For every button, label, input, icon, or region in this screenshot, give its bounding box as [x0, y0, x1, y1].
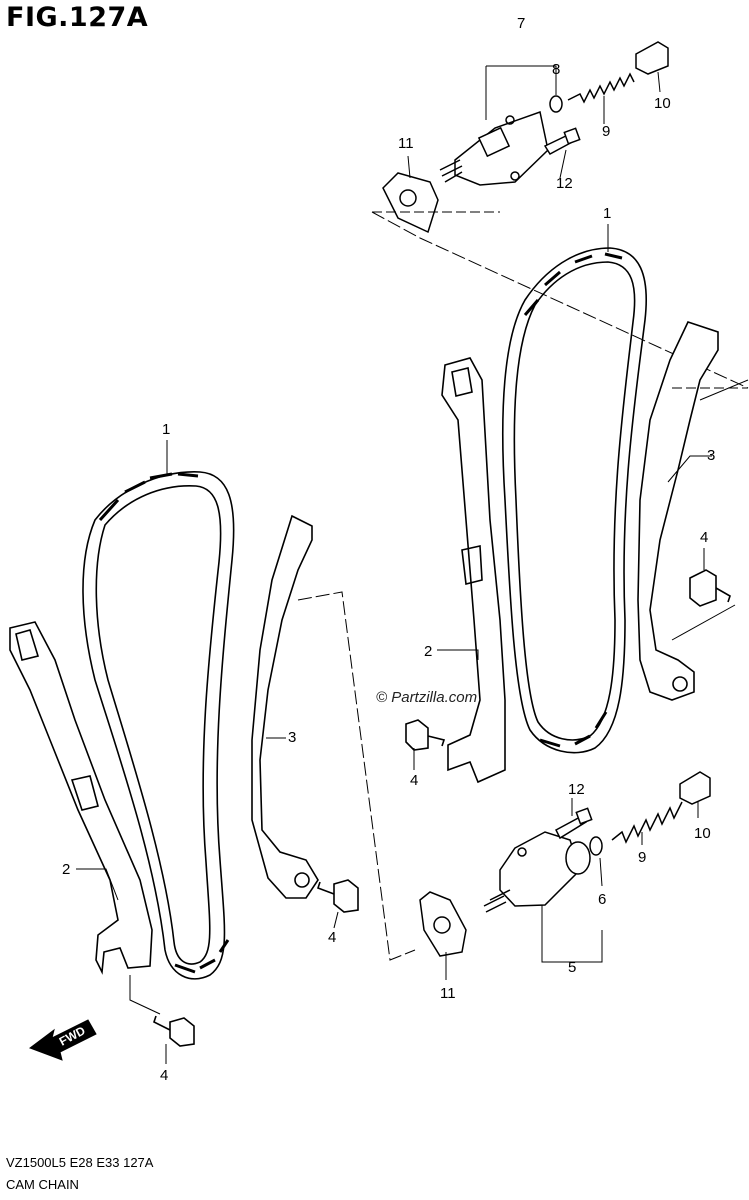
gasket-bottom	[419, 891, 467, 957]
guide-bolt-left-bottom	[169, 1017, 195, 1047]
callout-6: 6	[598, 891, 606, 908]
callout-4-top-mid: 4	[410, 772, 418, 789]
guide-bolt-right	[689, 569, 717, 607]
washer-top	[549, 95, 563, 113]
callout-12-top: 12	[556, 175, 573, 192]
guide-bolt-left-mid	[333, 879, 359, 913]
callout-3-left: 3	[288, 729, 296, 746]
callout-2-top: 2	[424, 643, 432, 660]
callout-4-top-right: 4	[700, 529, 708, 546]
bolt-bottom	[679, 771, 711, 805]
callout-1-left: 1	[162, 421, 170, 438]
left-chain-assembly	[9, 471, 416, 1047]
top-tensioner-assembly	[371, 41, 749, 389]
callout-10-top: 10	[654, 95, 671, 112]
callout-11-bottom: 11	[440, 985, 456, 1002]
guide-bolt-mid	[405, 719, 429, 751]
watermark: © Partzilla.com	[376, 689, 477, 706]
callout-labels: 7 8 10 9 11 12 1 3 4 2 4 12 10 9 6 5 11 …	[62, 15, 715, 1084]
cam-chain-right	[501, 247, 648, 754]
callout-8: 8	[552, 61, 560, 78]
callout-10-bottom: 10	[694, 825, 711, 842]
callout-12-bottom: 12	[568, 781, 585, 798]
callout-2-left: 2	[62, 861, 70, 878]
callout-4-left-bottom: 4	[160, 1067, 168, 1084]
figure-title: FIG.127A	[6, 2, 149, 33]
bottom-tensioner-assembly	[419, 771, 711, 963]
fwd-direction-arrow: FWD	[28, 1019, 97, 1061]
washer-bottom	[589, 836, 603, 856]
tensioner-guide-right	[637, 321, 719, 701]
callout-7: 7	[517, 15, 525, 32]
callout-11-top: 11	[398, 135, 414, 152]
cam-chain-left	[82, 471, 235, 980]
callout-9-top: 9	[602, 123, 610, 140]
spring-top	[567, 72, 635, 104]
tensioner-guide-left	[251, 514, 319, 899]
callout-4-left-mid: 4	[328, 929, 336, 946]
callout-9-bottom: 9	[638, 849, 646, 866]
tensioner-body-bottom	[499, 831, 581, 907]
chain-guide-right	[441, 357, 506, 784]
callout-1-top: 1	[603, 205, 611, 222]
right-chain-assembly	[405, 247, 749, 784]
chain-guide-left	[9, 621, 153, 975]
gasket-top	[382, 172, 439, 234]
bolt-top	[635, 41, 669, 75]
callout-5: 5	[568, 959, 576, 976]
callout-leader-lines	[76, 71, 712, 1064]
spring-bottom	[611, 801, 683, 844]
section-name: CAM CHAIN	[6, 1177, 79, 1192]
model-code: VZ1500L5 E28 E33 127A	[6, 1155, 154, 1170]
